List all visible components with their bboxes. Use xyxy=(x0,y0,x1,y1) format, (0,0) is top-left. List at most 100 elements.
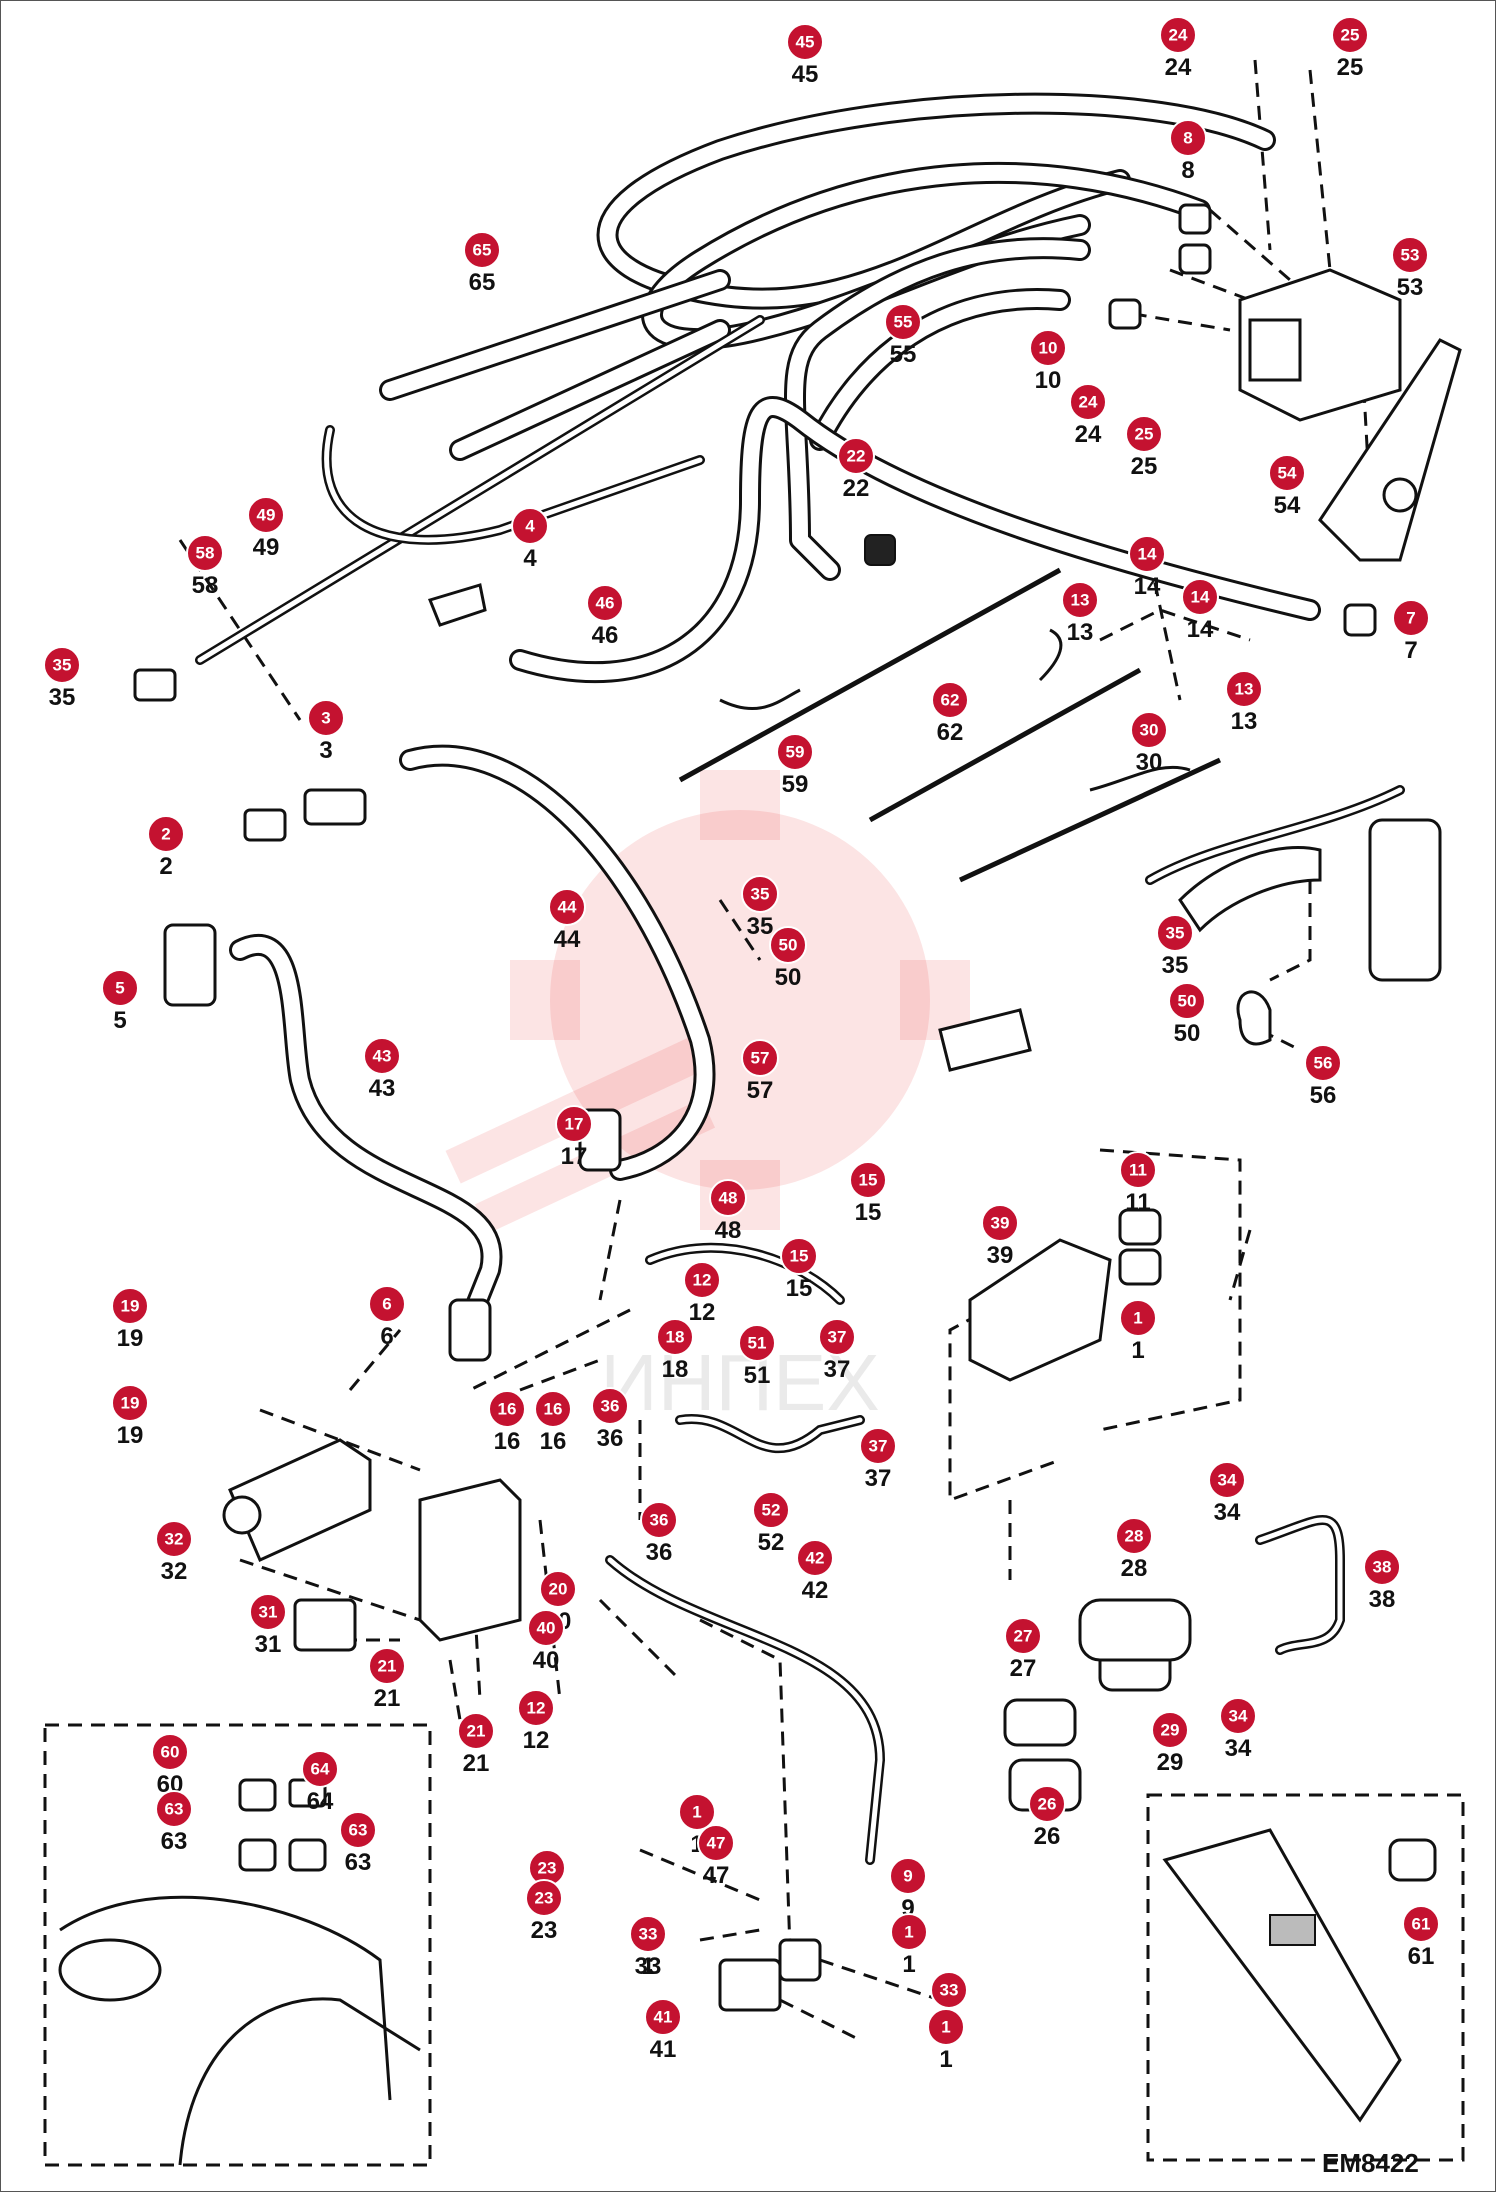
callout-part-number: 39 xyxy=(987,1242,1014,1269)
callout-part-number: 53 xyxy=(1397,274,1424,301)
callout-part-number: 63 xyxy=(161,1828,188,1855)
callout-part-number: 1 xyxy=(939,2046,952,2073)
callout-badge xyxy=(741,1039,779,1077)
callout-badge xyxy=(586,584,624,622)
callout-label: 55 xyxy=(894,313,913,332)
callout-badge xyxy=(1392,599,1430,637)
callout-part-number: 11 xyxy=(1125,1189,1150,1216)
callout-part-number: 48 xyxy=(715,1217,742,1244)
callout-label: 35 xyxy=(1166,924,1185,943)
callout-label: 45 xyxy=(796,33,815,52)
callout-badge xyxy=(307,699,345,737)
callout-badge xyxy=(186,534,224,572)
callout-badge xyxy=(368,1647,406,1685)
callout-part-number: 56 xyxy=(1310,1082,1337,1109)
callout-part-number: 22 xyxy=(843,475,870,502)
callout-badge xyxy=(463,231,501,269)
callout-label: 3 xyxy=(321,709,330,728)
callout-label: 24 xyxy=(1079,393,1098,412)
callout-part-number: 64 xyxy=(307,1788,334,1815)
callout-badge xyxy=(147,815,185,853)
callout-label: 53 xyxy=(1401,246,1420,265)
callout-label: 14 xyxy=(1138,545,1157,564)
callout-badge xyxy=(488,1390,526,1428)
callout-badge xyxy=(301,1750,339,1788)
callout-badge xyxy=(457,1712,495,1750)
callout-badge xyxy=(697,1824,735,1862)
callout-label: 39 xyxy=(991,1214,1010,1233)
callout-label: 46 xyxy=(596,594,615,613)
callout-part-number: 12 xyxy=(689,1299,716,1326)
callout-label: 12 xyxy=(693,1271,712,1290)
callout-badge xyxy=(931,681,969,719)
callout-label: 32 xyxy=(165,1530,184,1549)
callout-part-number: 27 xyxy=(1010,1655,1037,1682)
callout-part-number: 24 xyxy=(1075,421,1102,448)
callout-label: 6 xyxy=(382,1295,391,1314)
inset-panel-left xyxy=(43,1723,432,2167)
callout-badge xyxy=(769,926,807,964)
callout-badge xyxy=(247,496,285,534)
inset-panel-right xyxy=(1146,1793,1465,2162)
callout-layer: 4545242425258853536565555510102424252522… xyxy=(43,16,1440,2073)
callout-label: 27 xyxy=(1014,1627,1033,1646)
callout-label: 25 xyxy=(1341,26,1360,45)
callout-badge xyxy=(629,1915,667,1953)
callout-part-number: 61 xyxy=(1408,1943,1435,1970)
callout-5: 55 xyxy=(101,969,139,1034)
callout-label: 13 xyxy=(1235,680,1254,699)
callout-label: 35 xyxy=(751,885,770,904)
callout-badge xyxy=(678,1793,716,1831)
callout-part-number: 14 xyxy=(1187,616,1214,643)
callout-badge xyxy=(1156,914,1194,952)
callout-part-number: 33 xyxy=(635,1953,662,1980)
callout-label: 1 xyxy=(904,1923,913,1942)
callout-badge xyxy=(1128,535,1166,573)
callout-part-number: 44 xyxy=(554,926,581,953)
callout-label: 56 xyxy=(1314,1054,1333,1073)
callout-label: 57 xyxy=(751,1049,770,1068)
callout-1: 11 xyxy=(890,1913,928,1978)
callout-badge xyxy=(1151,1711,1189,1749)
drawing-code: EM8422 xyxy=(1322,2148,1419,2178)
callout-part-number: 50 xyxy=(1174,1020,1201,1047)
callout-part-number: 7 xyxy=(1404,637,1417,664)
callout-label: 25 xyxy=(1135,425,1154,444)
callout-label: 30 xyxy=(1140,721,1159,740)
callout-label: 34 xyxy=(1218,1471,1237,1490)
callout-badge xyxy=(1331,16,1369,54)
callout-part-number: 16 xyxy=(494,1428,521,1455)
callout-part-number: 47 xyxy=(703,1862,730,1889)
callout-label: 11 xyxy=(1129,1161,1147,1180)
callout-part-number: 41 xyxy=(650,2036,677,2063)
callout-part-number: 35 xyxy=(747,913,774,940)
callout-part-number: 25 xyxy=(1131,453,1158,480)
callout-badge xyxy=(1004,1617,1042,1655)
callout-part-number: 13 xyxy=(1067,619,1094,646)
callout-label: 31 xyxy=(259,1603,278,1622)
